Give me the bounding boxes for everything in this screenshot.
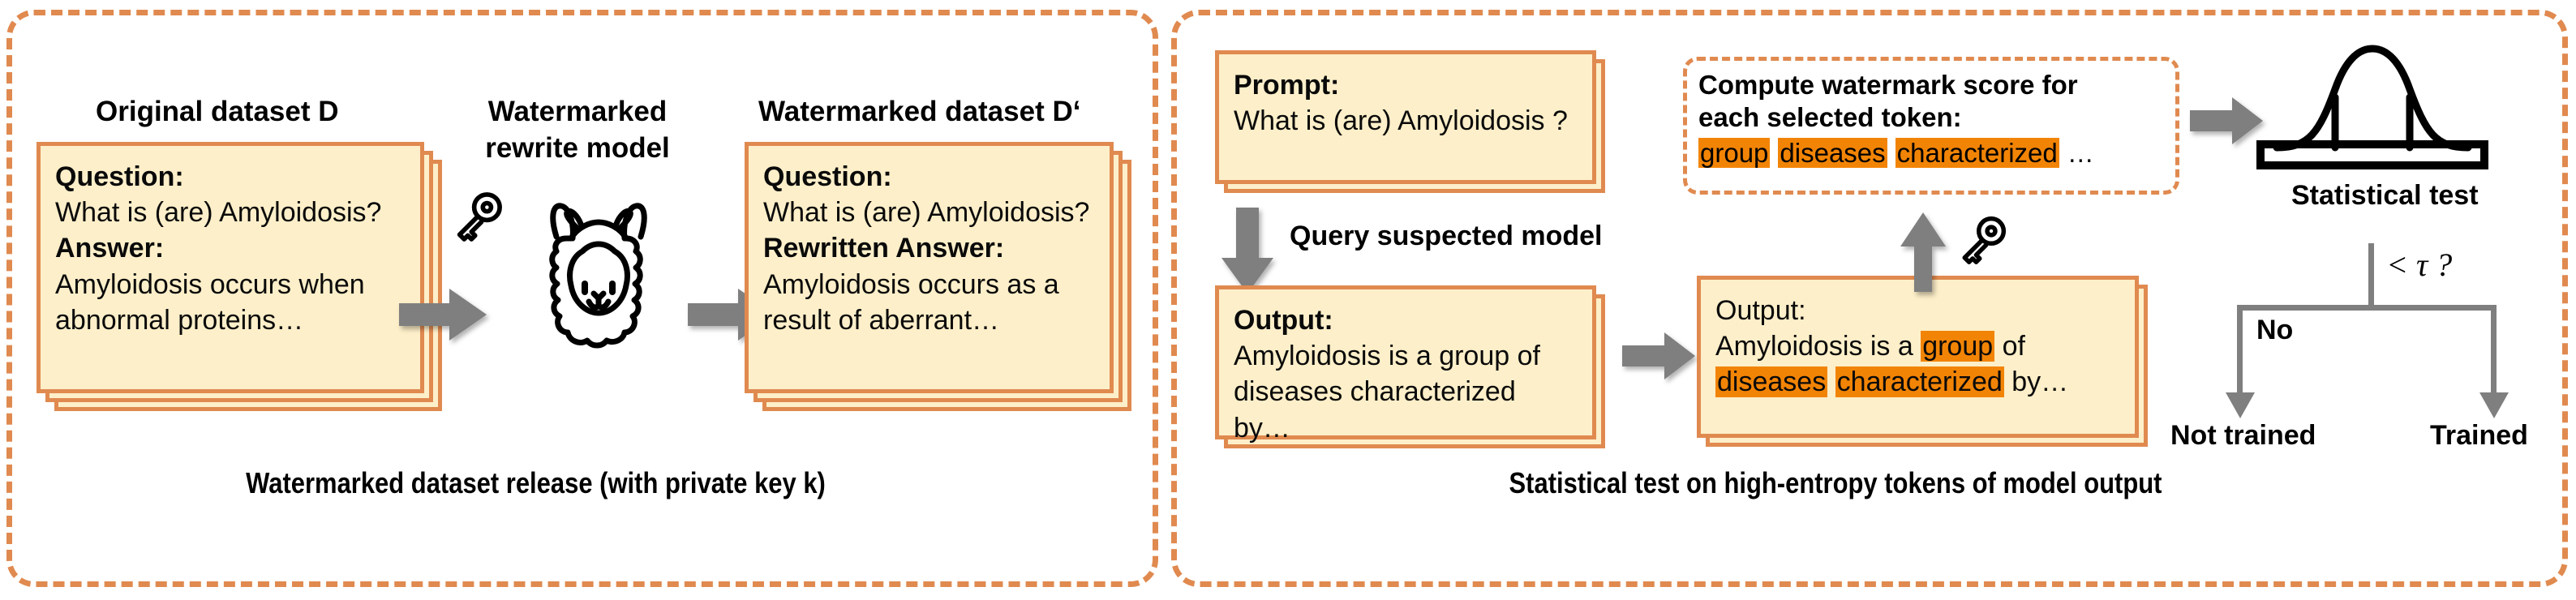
line1-suffix: of	[1994, 331, 2025, 362]
compute-heading-line-2: each selected token:	[1698, 102, 1962, 133]
card-sheet-front: Question: What is (are) Amyloidosis? Rew…	[745, 142, 1114, 393]
prompt-card: Prompt: What is (are) Amyloidosis ?	[1215, 50, 1621, 196]
rewrite-model-title-line-1: Watermarked	[487, 96, 668, 127]
answer-text-line-1: Amyloidosis occurs when	[55, 268, 365, 300]
key-icon	[1953, 212, 2010, 269]
original-dataset-card: Question: What is (are) Amyloidosis? Ans…	[36, 142, 442, 411]
token-group: group	[1698, 137, 1771, 168]
rewritten-answer-label: Rewritten Answer:	[763, 233, 1005, 264]
prompt-card-body: Prompt: What is (are) Amyloidosis ?	[1219, 54, 1592, 152]
token-characterized: characterized	[1835, 366, 2004, 398]
card-sheet-front: Output: Amyloidosis is a group of diseas…	[1697, 276, 2139, 438]
token-diseases: diseases	[1778, 137, 1887, 168]
query-suspected-model-label: Query suspected model	[1290, 221, 1603, 251]
question-label: Question:	[55, 161, 184, 192]
output-label: Output:	[1234, 305, 1333, 336]
decision-branch-left	[2237, 305, 2243, 402]
decision-crossbar	[2237, 305, 2497, 311]
output-card: Output: Amyloidosis is a group of diseas…	[1215, 285, 1621, 460]
token-diseases: diseases	[1715, 366, 1828, 398]
watermarked-card-body: Question: What is (are) Amyloidosis? Rew…	[749, 146, 1110, 351]
original-card-body: Question: What is (are) Amyloidosis? Ans…	[41, 146, 420, 351]
key-icon	[448, 188, 506, 246]
card-sheet-front: Output: Amyloidosis is a group of diseas…	[1215, 285, 1596, 444]
output-label: Output:	[1715, 295, 1806, 326]
arrow-output-to-highlighted	[1622, 331, 1697, 385]
gaussian-curve-icon	[2251, 34, 2494, 172]
output-card-body: Output: Amyloidosis is a group of diseas…	[1219, 289, 1592, 459]
arrow-original-to-model	[399, 285, 488, 348]
rewritten-answer-line-1: Amyloidosis occurs as a	[763, 268, 1059, 300]
watermarked-dataset-title: Watermarked dataset D‘	[758, 96, 1081, 127]
statistical-test-label: Statistical test	[2291, 180, 2479, 211]
question-label: Question:	[763, 161, 892, 192]
left-panel-caption: Watermarked dataset release (with privat…	[246, 466, 826, 499]
card-sheet-front: Question: What is (are) Amyloidosis? Ans…	[36, 142, 424, 393]
token-ellipsis: …	[2067, 137, 2094, 168]
highlighted-output-line-2: diseases characterized by…	[1715, 364, 2120, 400]
prompt-text: What is (are) Amyloidosis ?	[1234, 105, 1568, 137]
answer-text-line-2: abnormal proteins…	[55, 304, 304, 336]
token-characterized: characterized	[1895, 137, 2059, 168]
decision-branch-right	[2491, 305, 2497, 402]
arrow-query-suspected-model	[1218, 208, 1277, 299]
line2-suffix: by…	[2003, 366, 2069, 398]
decision-no-label: No	[2256, 315, 2294, 345]
threshold-condition-label: < τ ?	[2386, 246, 2453, 283]
compute-heading-line-1: Compute watermark score for	[1698, 70, 2078, 100]
original-dataset-title: Original dataset D	[96, 96, 339, 127]
rewrite-model-title-line-2: rewrite model	[485, 132, 670, 164]
token-group: group	[1921, 331, 1995, 362]
llama-icon	[517, 188, 680, 362]
compute-watermark-score-box: Compute watermark score for each selecte…	[1683, 57, 2179, 195]
answer-label: Answer:	[55, 233, 165, 264]
trained-label: Trained	[2430, 420, 2528, 451]
panel-statistical-test	[1171, 10, 2568, 587]
arrowhead-not-trained	[2226, 392, 2255, 424]
line1-prefix: Amyloidosis is a	[1715, 331, 1921, 362]
decision-stem	[2368, 243, 2374, 310]
highlighted-output-body: Output: Amyloidosis is a group of diseas…	[1701, 280, 2135, 414]
watermarked-dataset-card: Question: What is (are) Amyloidosis? Rew…	[745, 142, 1134, 411]
output-line-2: diseases characterized by…	[1234, 376, 1516, 444]
panel-watermarked-dataset-release	[6, 10, 1158, 587]
question-text: What is (are) Amyloidosis?	[55, 197, 382, 229]
prompt-label: Prompt:	[1234, 70, 1340, 101]
arrow-to-statistical-test	[2190, 96, 2265, 150]
right-panel-caption: Statistical test on high-entropy tokens …	[1509, 466, 2162, 499]
question-text: What is (are) Amyloidosis?	[763, 197, 1090, 229]
rewritten-answer-line-2: result of aberrant…	[763, 304, 1000, 336]
highlighted-output-line-1: Amyloidosis is a group of	[1715, 328, 2120, 364]
card-sheet-front: Prompt: What is (are) Amyloidosis ?	[1215, 50, 1596, 184]
not-trained-label: Not trained	[2170, 420, 2316, 451]
output-line-1: Amyloidosis is a group of	[1234, 341, 1540, 372]
arrowhead-trained	[2479, 392, 2509, 424]
highlighted-output-card: Output: Amyloidosis is a group of diseas…	[1697, 276, 2159, 462]
arrow-compute-score	[1898, 212, 1948, 298]
